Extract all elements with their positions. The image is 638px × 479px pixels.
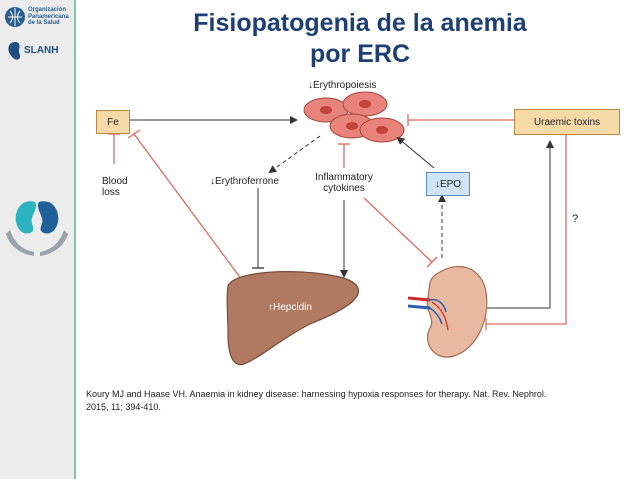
hepcidin-inhibit-line bbox=[133, 133, 243, 281]
erythroferrone-dashed-arrow bbox=[268, 135, 321, 174]
epo-down-arrow-icon: ↓ bbox=[434, 178, 440, 190]
erythroferrone-label: ↓Erythroferrone bbox=[210, 176, 279, 187]
citation: Koury MJ and Haase VH. Anaemia in kidney… bbox=[86, 388, 616, 414]
pathophysiology-diagram: Fe ↓Erythropoiesis Uraemic toxins Blood … bbox=[82, 72, 630, 372]
erythrocyte-cluster bbox=[303, 91, 405, 143]
erythroferrone-text: Erythroferrone bbox=[215, 176, 279, 187]
inflammatory-cytokines-label: Inflammatory cytokines bbox=[304, 172, 384, 194]
epo-box: ↓EPO bbox=[426, 172, 470, 196]
erythropoiesis-label: ↓Erythropoiesis bbox=[308, 80, 376, 91]
uraemic-toxins-label: Uraemic toxins bbox=[533, 116, 601, 128]
globe-icon bbox=[5, 7, 25, 27]
kidney-illustration bbox=[407, 265, 488, 358]
hepcidin-label: ↑Hepcidin bbox=[268, 302, 312, 313]
epo-to-erythropoiesis-arrow bbox=[396, 136, 435, 169]
erythropoiesis-text: Erythropoiesis bbox=[313, 80, 377, 91]
erythroferrone-down-arrow-icon: ↓ bbox=[210, 176, 215, 187]
slanh-name: SLANH bbox=[24, 45, 59, 56]
title-line-1: Fisiopatogenia de la anemia bbox=[193, 9, 527, 37]
uraemic-toxins-box: Uraemic toxins bbox=[514, 109, 620, 135]
fe-box: Fe bbox=[96, 110, 130, 134]
blood-loss-line1: Blood bbox=[102, 176, 128, 187]
inflammatory-line1: Inflammatory bbox=[315, 172, 373, 183]
kidney-mini-icon bbox=[8, 42, 21, 60]
blood-loss-line2: loss bbox=[102, 187, 120, 198]
hepcidin-up-arrow-icon: ↑ bbox=[268, 302, 273, 313]
inflammatory-line2: cytokines bbox=[323, 183, 365, 194]
fe-label: Fe bbox=[107, 116, 119, 128]
cytokines-inhibit-kidney-line bbox=[363, 197, 433, 263]
citation-line2: 2015, 11; 394-410. bbox=[86, 402, 161, 412]
title-line-2: por ERC bbox=[310, 40, 410, 68]
toxins-inhibit-kidney-line bbox=[486, 132, 567, 325]
erythropoiesis-down-arrow-icon: ↓ bbox=[308, 80, 313, 91]
paho-text: Organización Panamericana de la Salud bbox=[28, 7, 69, 26]
page-title: Fisiopatogenia de la anemia por ERC bbox=[90, 8, 630, 70]
liver-shape bbox=[226, 271, 359, 366]
kidney-hands-logo bbox=[6, 201, 68, 256]
sidebar: Organización Panamericana de la Salud SL… bbox=[0, 0, 76, 479]
paho-logo: Organización Panamericana de la Salud bbox=[4, 4, 70, 36]
question-mark-label: ? bbox=[572, 214, 578, 225]
hepcidin-text: Hepcidin bbox=[273, 302, 312, 313]
diagram-svg bbox=[108, 91, 567, 366]
citation-line1: Koury MJ and Haase VH. Anaemia in kidney… bbox=[86, 389, 547, 399]
kidney-to-toxins-arrow bbox=[486, 140, 554, 309]
slanh-logo: SLANH bbox=[6, 40, 70, 62]
question-mark: ? bbox=[572, 213, 579, 225]
epo-label: EPO bbox=[439, 178, 462, 190]
blood-loss-label: Blood loss bbox=[102, 176, 128, 198]
